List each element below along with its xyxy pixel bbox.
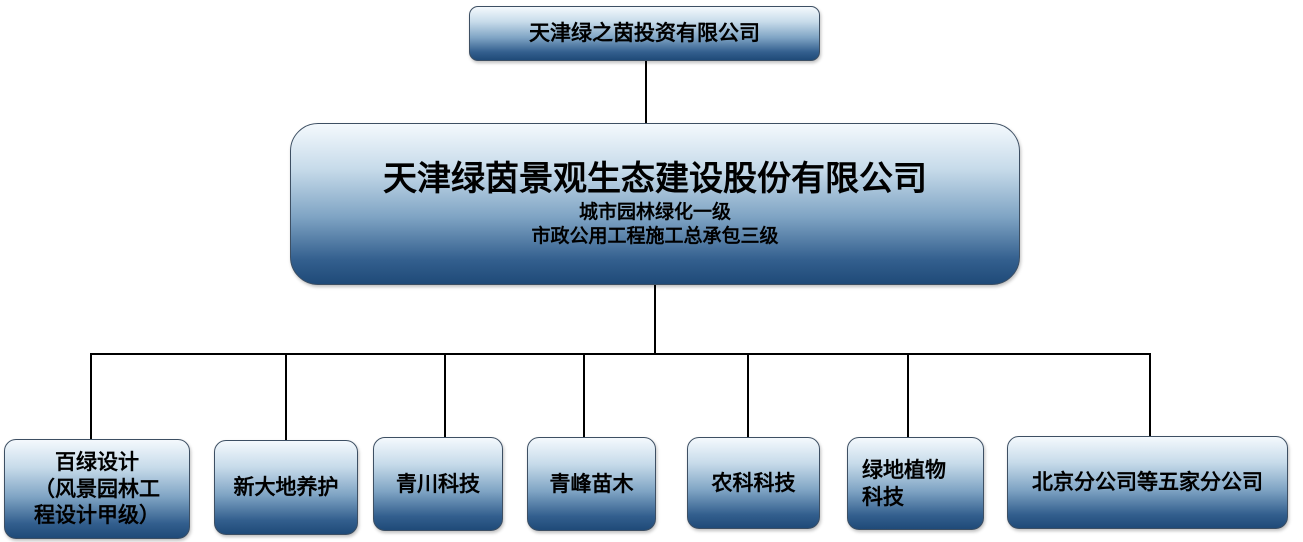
- connector-child-5: [747, 355, 749, 437]
- node-child-1-line-2: （风景园林工: [34, 476, 160, 501]
- node-child-beijing-branches: 北京分公司等五家分公司: [1007, 436, 1288, 529]
- node-child-3-label: 青川科技: [396, 471, 480, 496]
- node-child-lvdi-plant: 绿地植物 科技: [847, 437, 984, 530]
- connector-child-1: [90, 353, 92, 439]
- node-main-title: 天津绿茵景观生态建设股份有限公司: [383, 158, 927, 199]
- node-root: 天津绿之茵投资有限公司: [469, 6, 820, 61]
- node-child-qingfeng: 青峰苗木: [527, 437, 656, 531]
- connector-child-2: [285, 355, 287, 440]
- connector-child-6: [907, 355, 909, 437]
- node-child-5-label: 农科科技: [711, 470, 796, 495]
- node-child-1-line-3: 程设计甲级）: [34, 503, 160, 528]
- connector-root-to-main: [645, 61, 647, 123]
- node-child-7-label: 北京分公司等五家分公司: [1032, 470, 1263, 495]
- connector-child-4: [583, 355, 585, 437]
- node-child-xindadi: 新大地养护: [214, 440, 358, 535]
- node-root-label: 天津绿之茵投资有限公司: [529, 21, 760, 46]
- node-child-6-line-2: 科技: [862, 484, 904, 509]
- node-main-qualification-2: 市政公用工程施工总承包三级: [531, 225, 779, 248]
- node-child-bailv-design: 百绿设计 （风景园林工 程设计甲级）: [4, 439, 190, 539]
- node-child-4-label: 青峰苗木: [549, 471, 634, 496]
- node-child-qingchuan: 青川科技: [373, 437, 503, 531]
- connector-horizontal-bus: [90, 353, 1151, 355]
- connector-main-to-bus: [654, 285, 656, 355]
- connector-child-3: [444, 355, 446, 437]
- node-child-6-line-1: 绿地植物: [862, 458, 946, 483]
- node-child-nongke: 农科科技: [687, 437, 820, 529]
- node-child-2-label: 新大地养护: [233, 475, 339, 500]
- node-child-1-line-1: 百绿设计: [55, 449, 139, 474]
- connector-child-7: [1149, 353, 1151, 436]
- node-main-qualification-1: 城市园林绿化一级: [578, 200, 731, 223]
- node-main: 天津绿茵景观生态建设股份有限公司 城市园林绿化一级 市政公用工程施工总承包三级: [290, 123, 1020, 285]
